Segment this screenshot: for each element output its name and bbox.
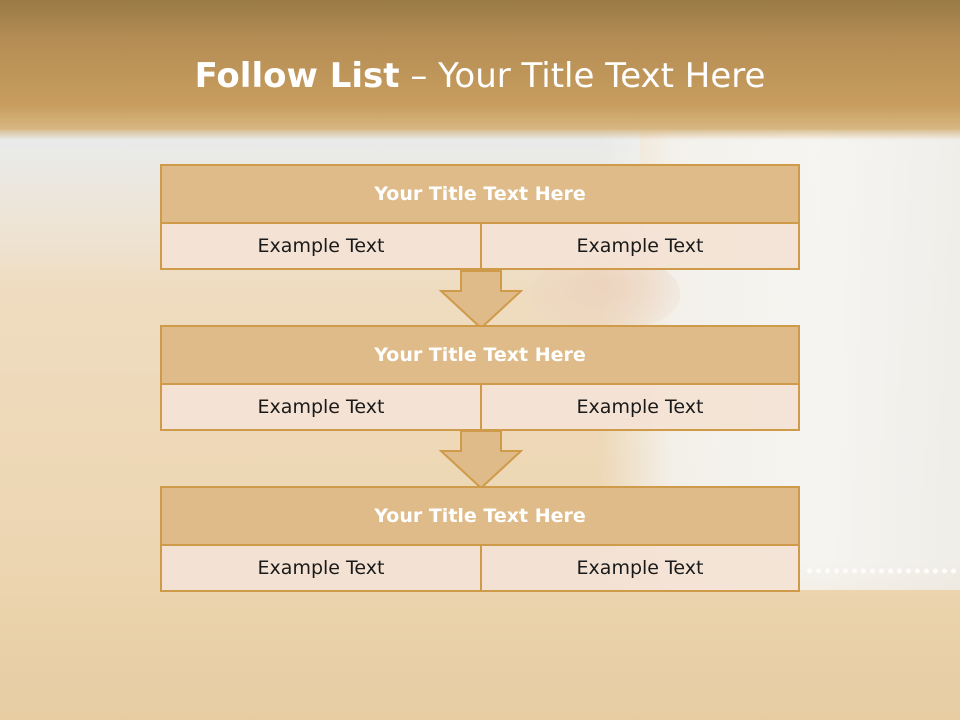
step-title: Your Title Text Here <box>162 327 798 385</box>
step-title: Your Title Text Here <box>162 488 798 546</box>
step-right-text: Example Text <box>482 385 798 429</box>
step-box-1: Your Title Text Here Example Text Exampl… <box>160 164 800 270</box>
step-right-text: Example Text <box>482 224 798 268</box>
slide-title-bold: Follow List <box>194 56 400 96</box>
step-left-text: Example Text <box>162 546 482 590</box>
step-box-3: Your Title Text Here Example Text Exampl… <box>160 486 800 592</box>
down-arrow-icon <box>439 430 523 490</box>
step-left-text: Example Text <box>162 385 482 429</box>
header-band <box>0 0 960 140</box>
step-title: Your Title Text Here <box>162 166 798 224</box>
down-arrow-icon <box>439 270 523 330</box>
slide-title-rest: – Your Title Text Here <box>410 56 766 96</box>
step-left-text: Example Text <box>162 224 482 268</box>
step-box-2: Your Title Text Here Example Text Exampl… <box>160 325 800 431</box>
slide-title: Follow List – Your Title Text Here <box>0 54 960 98</box>
step-right-text: Example Text <box>482 546 798 590</box>
